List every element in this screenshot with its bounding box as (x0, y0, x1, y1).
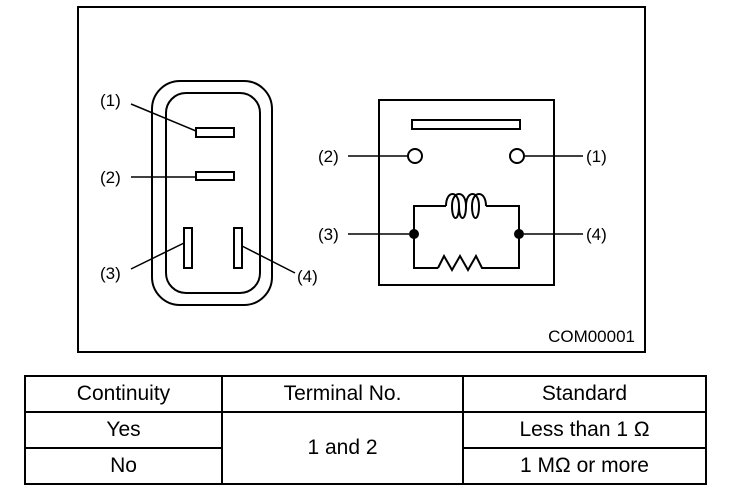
connector-label-2: (2) (100, 168, 121, 187)
relay-label-3: (3) (318, 225, 339, 244)
relay-terminal-2-circle (407, 148, 423, 164)
relay-label-4: (4) (586, 225, 607, 244)
cell-continuity-no: No (24, 447, 223, 485)
connector-inner-body (165, 92, 261, 294)
cell-standard-yes: Less than 1 Ω (462, 411, 707, 449)
coil-icon (445, 193, 487, 219)
relay-label-2: (2) (318, 147, 339, 166)
cell-continuity-yes: Yes (24, 411, 223, 449)
connector-outer-body (151, 80, 273, 306)
connector-terminal-2 (195, 171, 235, 181)
circuit-wire-bottom (413, 234, 520, 269)
continuity-spec-table: Continuity Terminal No. Standard Yes 1 a… (24, 375, 707, 485)
relay-label-1: (1) (586, 147, 607, 166)
leader-line-conn-4 (241, 245, 296, 274)
relay-schematic: (2) (1) (3) (4) (318, 99, 607, 286)
connector-label-4: (4) (297, 267, 318, 286)
connector-view: (1) (2) (3) (4) (100, 80, 318, 306)
header-terminal-no: Terminal No. (221, 375, 464, 413)
connector-label-1: (1) (100, 91, 121, 110)
connector-terminal-4 (233, 227, 243, 269)
header-continuity: Continuity (24, 375, 223, 413)
relay-body (378, 99, 555, 286)
figure-code: COM00001 (548, 327, 635, 346)
diagram-frame (77, 6, 646, 353)
cell-terminal-no: 1 and 2 (221, 411, 464, 485)
relay-terminal-1-circle (509, 148, 525, 164)
relay-diagram: (1) (2) (3) (4) (2) (1) (3) (4) COM00001 (77, 6, 646, 353)
cell-standard-no: 1 MΩ or more (462, 447, 707, 485)
resistor-icon (437, 253, 486, 273)
table-row: No 1 MΩ or more (24, 447, 707, 485)
connector-label-3: (3) (100, 264, 121, 283)
table-header-row: Continuity Terminal No. Standard (24, 375, 707, 413)
connector-terminal-1 (195, 127, 235, 138)
connector-terminal-3 (183, 227, 193, 269)
table-row: Yes 1 and 2 Less than 1 Ω (24, 411, 707, 485)
relay-top-bar (411, 119, 521, 130)
relay-terminal-3-node (409, 229, 419, 239)
leader-line-conn-3 (130, 242, 185, 270)
header-standard: Standard (462, 375, 707, 413)
leader-line-conn-1 (130, 103, 197, 132)
relay-terminal-4-node (514, 229, 524, 239)
circuit-wire-top (413, 205, 520, 234)
